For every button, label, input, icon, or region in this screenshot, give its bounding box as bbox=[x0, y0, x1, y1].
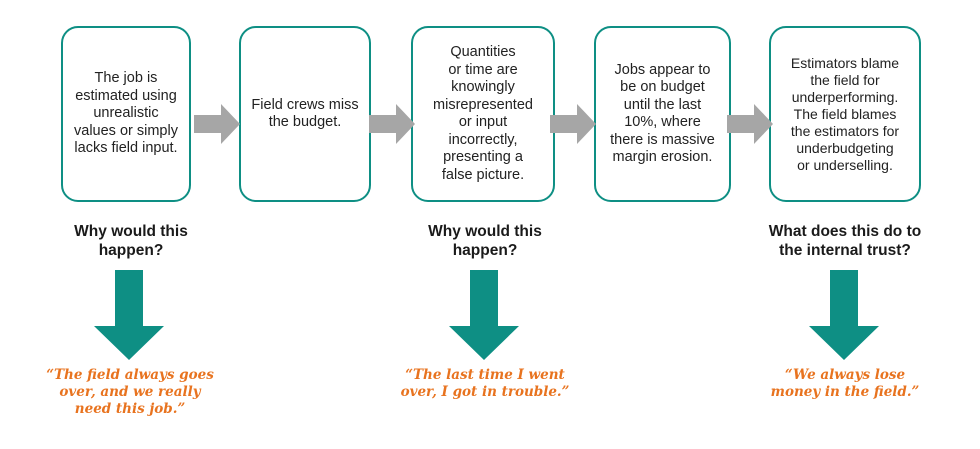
flow-box-3: Quantities or time are knowingly misrepr… bbox=[411, 26, 555, 202]
flow-box-4-text: Jobs appear to be on budget until the la… bbox=[610, 61, 715, 166]
flow-box-5: Estimators blame the field for underperf… bbox=[769, 26, 921, 202]
right-arrow-icon bbox=[727, 104, 773, 144]
quote-1: “The field always goes over, and we real… bbox=[46, 367, 214, 417]
quote-3: “We always lose money in the field.” bbox=[770, 367, 920, 400]
question-label-2: Why would this happen? bbox=[428, 223, 542, 259]
flow-box-3-text: Quantities or time are knowingly misrepr… bbox=[433, 44, 533, 183]
flow-box-2-text: Field crews miss the budget. bbox=[251, 96, 359, 131]
quote-2: “The last time I went over, I got in tro… bbox=[400, 367, 570, 400]
flow-box-4: Jobs appear to be on budget until the la… bbox=[594, 26, 731, 202]
flow-box-1: The job is estimated using unrealistic v… bbox=[61, 26, 191, 202]
flow-box-5-text: Estimators blame the field for underperf… bbox=[790, 54, 900, 173]
flow-box-2: Field crews miss the budget. bbox=[239, 26, 371, 202]
question-label-1: Why would this happen? bbox=[74, 223, 188, 259]
right-arrow-icon bbox=[194, 104, 240, 144]
down-arrow-icon bbox=[449, 270, 519, 360]
right-arrow-icon bbox=[550, 104, 596, 144]
down-arrow-icon bbox=[94, 270, 164, 360]
question-label-3: What does this do to the internal trust? bbox=[768, 223, 922, 259]
right-arrow-icon bbox=[369, 104, 415, 144]
down-arrow-icon bbox=[809, 270, 879, 360]
flow-box-1-text: The job is estimated using unrealistic v… bbox=[74, 70, 178, 157]
